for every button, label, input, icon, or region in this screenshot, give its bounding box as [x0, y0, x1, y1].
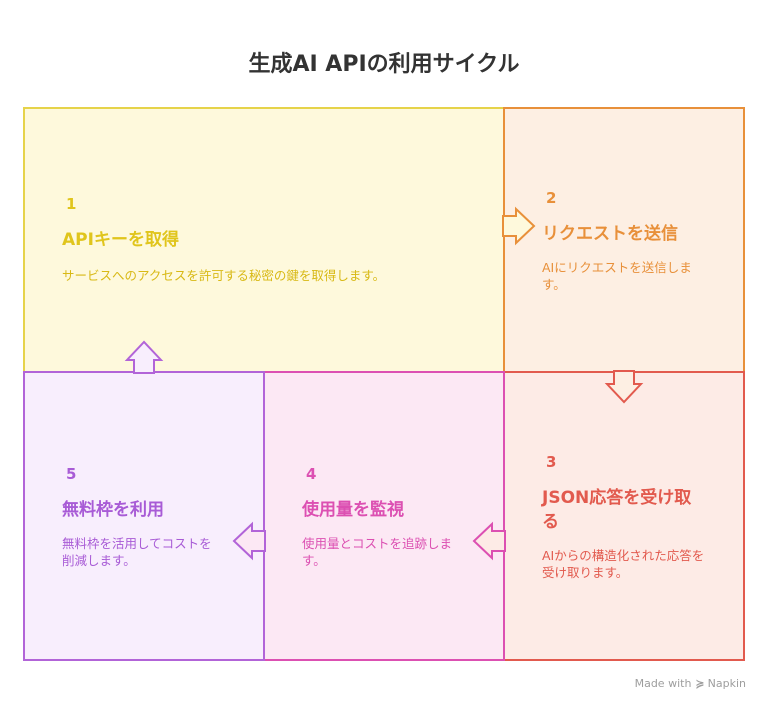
step-3-description: AIからの構造化された応答を受け取ります。	[542, 548, 705, 580]
step-3-box	[503, 371, 745, 661]
footer-brand: Napkin	[707, 677, 746, 690]
arrow-step1-to-step2	[502, 206, 536, 246]
arrow-step5-to-step1	[124, 340, 164, 374]
step-5-number: 5	[66, 465, 77, 483]
step-1-number: 1	[66, 195, 77, 213]
diagram-title: 生成AI APIの利用サイクル	[248, 52, 520, 77]
step-4-description: 使用量とコストを追跡します。	[302, 536, 453, 568]
arrow-step4-to-step5	[232, 521, 266, 561]
arrow-step3-to-step4	[472, 521, 506, 561]
step-3-number: 3	[546, 453, 557, 471]
step-5-description: 無料枠を活用してコストを削減します。	[62, 536, 212, 568]
footer-made-with: Made with	[634, 677, 692, 690]
step-4-number: 4	[306, 465, 317, 483]
step-5-title: 無料枠を利用	[62, 500, 164, 520]
step-4-title: 使用量を監視	[302, 500, 404, 520]
step-2-description: AIにリクエストを送信します。	[542, 260, 692, 292]
arrow-step2-to-step3	[604, 370, 644, 404]
step-1-box	[23, 107, 505, 373]
step-1-title: APIキーを取得	[62, 230, 179, 250]
napkin-logo-icon: ≽	[695, 677, 705, 690]
step-1-description: サービスへのアクセスを許可する秘密の鍵を取得します。	[62, 268, 386, 283]
step-2-title: リクエストを送信	[542, 224, 678, 244]
footer-watermark: Made with≽Napkin	[635, 677, 746, 690]
step-3-title: JSON応答を受け取る	[542, 488, 692, 532]
step-2-number: 2	[546, 189, 557, 207]
step-5-box	[23, 371, 265, 661]
